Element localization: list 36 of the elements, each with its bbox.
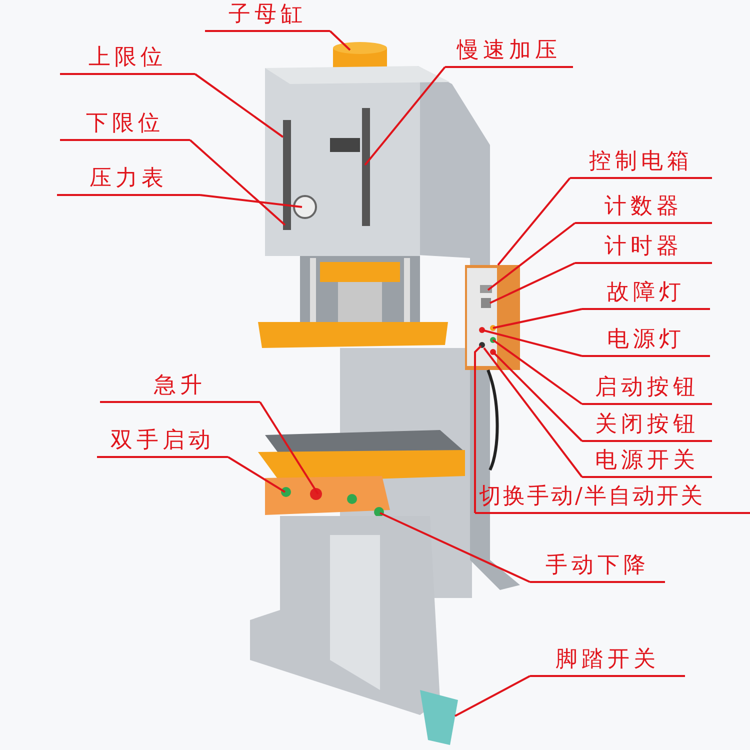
callout-label: 上限位 — [60, 43, 195, 75]
leader-line — [492, 308, 582, 329]
callout-label: 压力表 — [57, 164, 200, 196]
callout-label: 关闭按钮 — [582, 410, 712, 442]
leader-line — [482, 329, 582, 357]
callout-label: 双手启动 — [97, 426, 228, 458]
leader-line — [490, 262, 576, 304]
callout-label: 子母缸 — [205, 0, 330, 32]
callout-label: 启动按钮 — [582, 373, 712, 405]
callout-label: 电源灯 — [582, 325, 710, 357]
leader-line — [194, 73, 284, 138]
callout-label: 计数器 — [575, 192, 712, 224]
leader-line — [380, 512, 530, 583]
leader-line — [259, 401, 319, 495]
callout-label: 脚踏开关 — [530, 645, 685, 677]
leader-line — [364, 66, 446, 166]
callout-label: 故障灯 — [582, 278, 710, 310]
leader-line — [329, 30, 351, 51]
leader-line — [189, 139, 286, 226]
leader-line — [487, 222, 576, 291]
callout-label: 电源开关 — [582, 446, 712, 478]
leader-line — [492, 339, 583, 405]
leader-line — [454, 675, 530, 717]
leader-line — [474, 345, 482, 513]
callout-label: 切换手动/半自动开关 — [475, 482, 750, 514]
callout-label: 下限位 — [60, 109, 190, 141]
leader-line — [483, 347, 583, 478]
callout-label: 控制电箱 — [570, 147, 712, 179]
callout-label: 手动下降 — [530, 551, 665, 583]
callout-label: 计时器 — [575, 232, 712, 264]
leader-line — [497, 177, 571, 266]
leader-line — [227, 456, 286, 493]
callout-label: 慢速加压 — [445, 36, 573, 68]
leader-line — [492, 351, 583, 442]
leader-line — [200, 194, 302, 208]
callout-label: 急升 — [100, 371, 260, 403]
